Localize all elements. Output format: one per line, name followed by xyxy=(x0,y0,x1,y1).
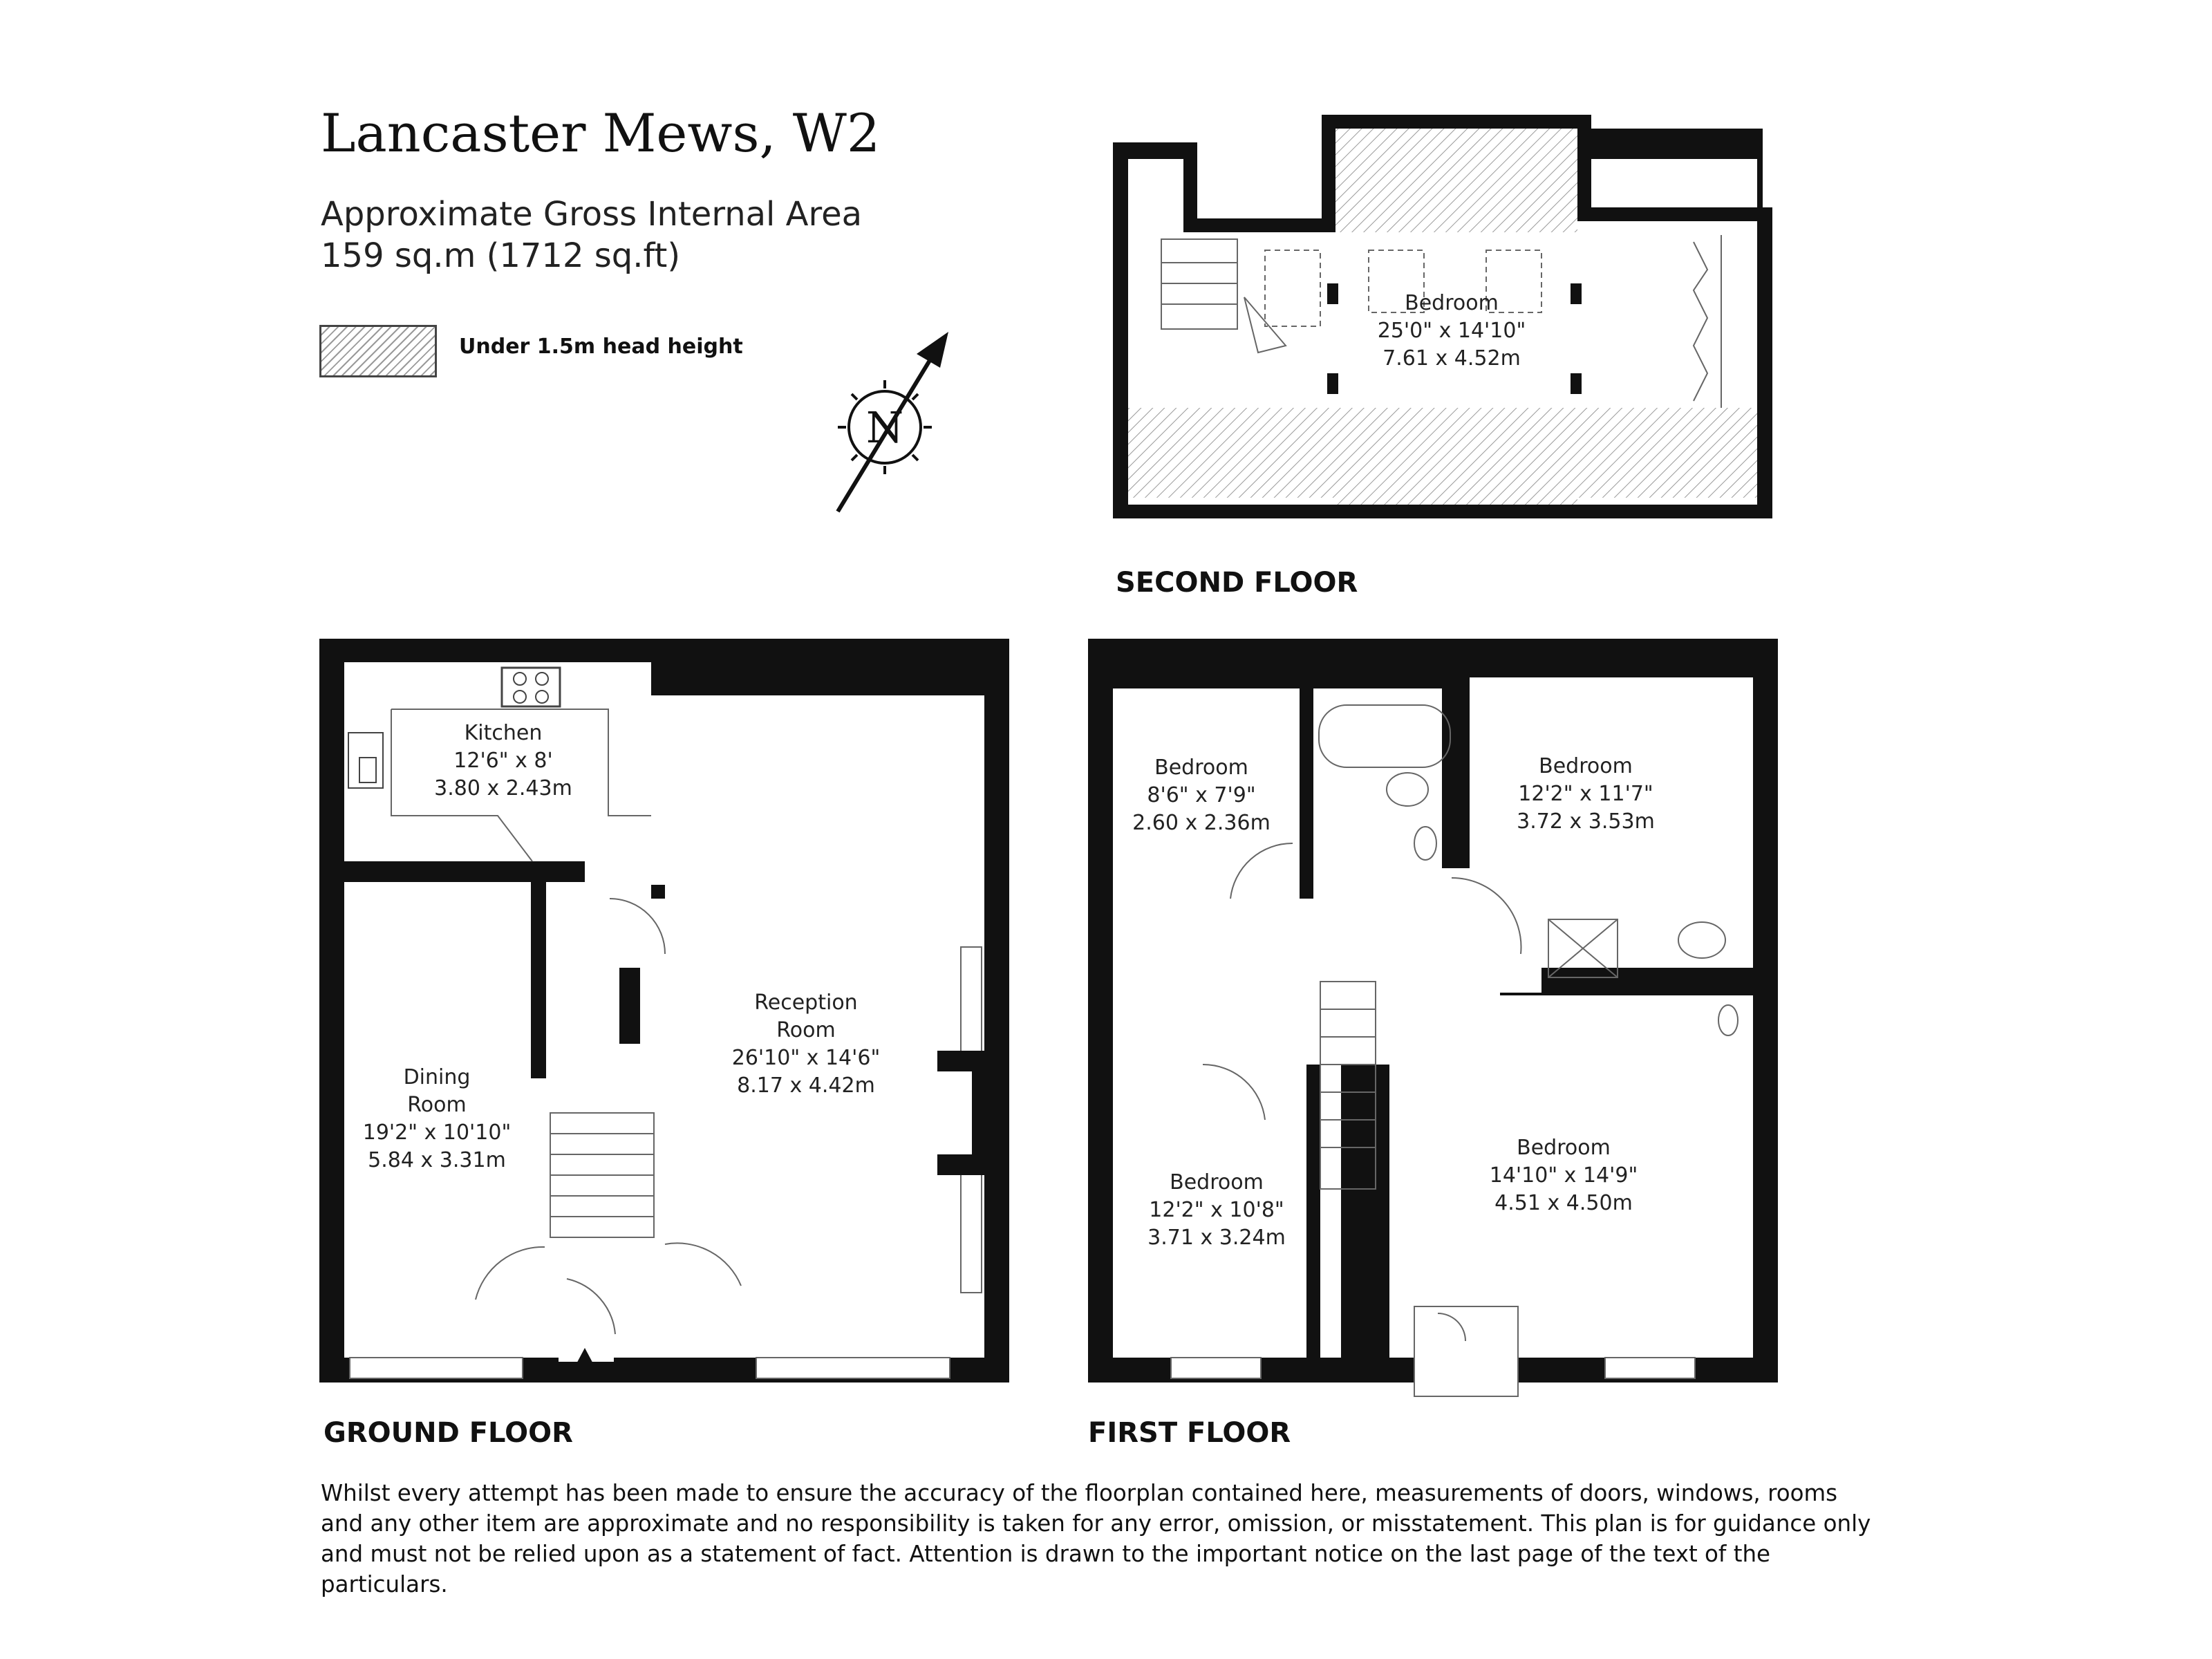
ground-floor-label: GROUND FLOOR xyxy=(324,1417,573,1449)
second-floor-label: SECOND FLOOR xyxy=(1116,567,1358,599)
first-floor-label: FIRST FLOOR xyxy=(1088,1417,1291,1449)
second-floor-plan: Bedroom 25'0" x 14'10" 7.61 x 4.52m xyxy=(1113,115,1772,518)
disclaimer-text: Whilst every attempt has been made to en… xyxy=(321,1480,1871,1597)
dining-imperial: 19'2" x 10'10" xyxy=(363,1121,512,1145)
second-bedroom-metric: 7.61 x 4.52m xyxy=(1382,346,1521,371)
page-title: Lancaster Mews, W2 xyxy=(321,102,881,164)
ground-floor-plan: Kitchen 12'6" x 8' 3.80 x 2.43m Receptio… xyxy=(319,639,1009,1382)
first-bedroom-sw-metric: 3.71 x 3.24m xyxy=(1147,1226,1286,1250)
first-floor-plan: Bedroom 8'6" x 7'9" 2.60 x 2.36m Bedroom… xyxy=(1088,639,1778,1397)
reception-name-1: Reception xyxy=(754,991,857,1015)
dining-name-2: Room xyxy=(407,1093,466,1117)
first-bedroom-sw-imperial: 12'2" x 10'8" xyxy=(1149,1198,1284,1222)
kitchen-metric: 3.80 x 2.43m xyxy=(434,776,572,800)
area-label: Approximate Gross Internal Area xyxy=(321,195,863,234)
kitchen-name: Kitchen xyxy=(465,721,543,745)
dining-name-1: Dining xyxy=(404,1065,471,1089)
first-bedroom-se-name: Bedroom xyxy=(1517,1136,1611,1160)
dining-metric: 5.84 x 3.31m xyxy=(368,1148,506,1172)
first-bedroom-nw-metric: 2.60 x 2.36m xyxy=(1132,811,1271,835)
reception-name-2: Room xyxy=(776,1018,835,1042)
first-bedroom-ne-metric: 3.72 x 3.53m xyxy=(1517,809,1655,834)
first-bedroom-se-metric: 4.51 x 4.50m xyxy=(1494,1191,1633,1215)
reception-imperial: 26'10" x 14'6" xyxy=(732,1046,881,1070)
compass-rose-icon: N xyxy=(836,332,948,513)
second-bedroom-name: Bedroom xyxy=(1405,291,1499,315)
kitchen-imperial: 12'6" x 8' xyxy=(453,749,552,773)
first-bedroom-se-imperial: 14'10" x 14'9" xyxy=(1490,1163,1638,1188)
first-bedroom-nw-imperial: 8'6" x 7'9" xyxy=(1147,783,1255,807)
first-bedroom-ne-name: Bedroom xyxy=(1539,754,1633,778)
reception-metric: 8.17 x 4.42m xyxy=(737,1074,875,1098)
second-bedroom-imperial: 25'0" x 14'10" xyxy=(1378,319,1526,343)
legend-hatch-swatch xyxy=(319,325,437,377)
first-bedroom-ne-imperial: 12'2" x 11'7" xyxy=(1518,782,1653,806)
first-bedroom-sw-name: Bedroom xyxy=(1170,1170,1264,1194)
first-bedroom-nw-name: Bedroom xyxy=(1154,756,1248,780)
area-value: 159 sq.m (1712 sq.ft) xyxy=(321,236,681,275)
compass-letter: N xyxy=(866,402,903,453)
legend-label: Under 1.5m head height xyxy=(459,335,743,359)
